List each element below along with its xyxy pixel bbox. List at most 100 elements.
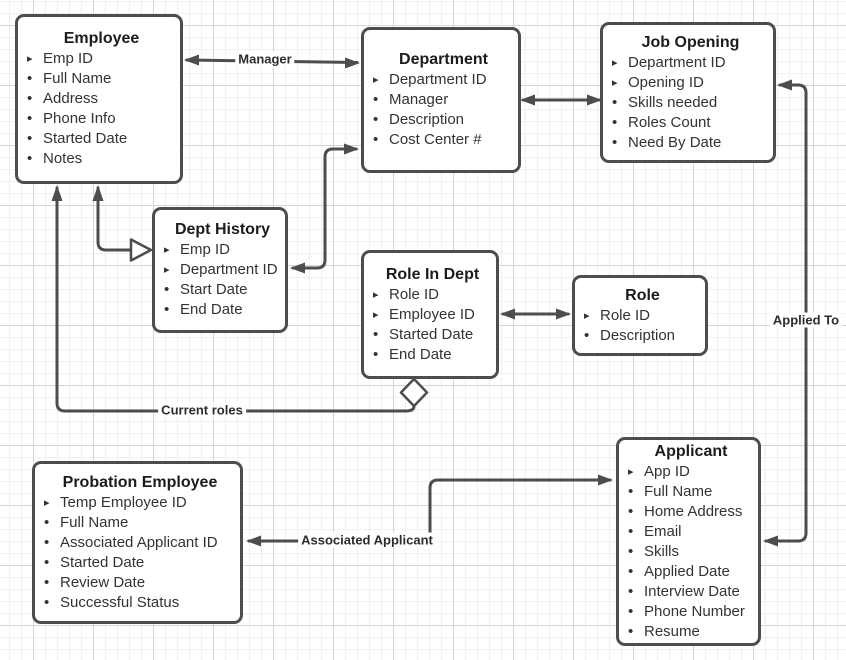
connector-line[interactable] [291,147,358,270]
dot-bullet-icon: • [584,326,590,344]
entity-field: ▸Role ID [373,285,492,305]
connector-department-jobopening[interactable] [520,94,602,106]
dot-bullet-icon: • [612,93,618,111]
dot-bullet-icon: • [164,301,170,318]
arrowhead [587,94,602,106]
entity-field: ▸ Employee ID [373,305,492,325]
field-label: Home Address [644,502,743,520]
arrowhead [246,535,261,547]
edge-label-applied-to[interactable]: Applied To [769,312,843,328]
entity-field: ▸Temp Employee ID [44,493,236,513]
connector-line[interactable] [96,186,132,252]
field-label: Opening ID [628,73,704,91]
field-label: Role ID [600,306,651,324]
entity-field: •Review Date [44,573,236,593]
entity-field: •Need By Date [612,133,769,153]
entity-title: Job Opening [641,33,740,51]
field-label: Department ID [180,261,278,278]
entity-department[interactable]: Department▸Department ID•Manager•Descrip… [361,27,521,173]
edge-label-manager[interactable]: Manager [235,51,295,67]
key-bullet-icon: ▸ [612,56,618,69]
key-bullet-icon: ▸ [373,308,379,321]
dot-bullet-icon: • [628,562,634,580]
dot-bullet-icon: • [44,593,50,611]
entity-field: •Full Name [27,69,176,89]
field-label: Start Date [180,281,248,298]
field-label: Manager [389,91,449,108]
dot-bullet-icon: • [27,130,33,147]
field-label: App ID [644,462,690,480]
dot-bullet-icon: • [628,522,634,540]
connector-depthistory-department[interactable] [290,143,359,274]
entity-field: •Interview Date [628,582,754,602]
arrowhead [345,57,360,69]
field-label: Emp ID [180,241,231,258]
edge-label-current-roles[interactable]: Current roles [158,402,246,418]
dot-bullet-icon: • [373,131,379,148]
entity-field: • Started Date [27,129,176,149]
entity-field: •Applied Date [628,562,754,582]
entity-field: •Phone Number [628,602,754,622]
entity-field: • Successful Status [44,593,236,613]
connector-roleindept-role[interactable] [500,308,571,320]
entity-field: •Started Date [44,553,236,573]
entity-field: • Full Name [628,482,754,502]
arrowhead [777,79,792,91]
field-label: Emp ID [43,50,94,67]
edge-label-associated-applicant[interactable]: Associated Applicant [298,532,436,548]
entity-field: ▸Emp ID [164,240,281,260]
field-label: Description [389,111,465,128]
entity-title: Applicant [654,442,728,460]
field-label: Associated Applicant ID [60,533,218,551]
entity-probation-employee[interactable]: Probation Employee▸Temp Employee ID•Full… [32,461,243,624]
field-label: Employee ID [389,305,475,323]
entity-field: •Resume [628,622,754,642]
dot-bullet-icon: • [628,582,634,600]
key-bullet-icon: ▸ [584,309,590,322]
dot-bullet-icon: • [373,345,379,363]
entity-role-in-dept[interactable]: Role In Dept▸Role ID▸Employee ID•Started… [361,250,499,379]
entity-employee[interactable]: Employee▸Emp ID•Full Name•Address•Phone … [15,14,183,184]
connector-current-roles[interactable] [51,185,429,413]
field-label: Cost Center # [389,131,482,148]
field-label: Role ID [389,285,440,303]
field-label: End Date [389,345,452,363]
entity-field: •Full Name [44,513,236,533]
arrowhead [184,54,199,66]
entity-role[interactable]: Role▸Role ID•Description [572,275,708,356]
key-bullet-icon: ▸ [27,53,33,65]
entity-field: •Started Date [373,325,492,345]
field-label: Started Date [43,130,128,147]
connector-line[interactable] [55,186,416,413]
entity-title: Employee [63,30,140,47]
dot-bullet-icon: • [27,70,33,87]
entity-field: •End Date [164,300,281,320]
dot-bullet-icon: • [373,91,379,108]
entity-field: • Start Date [164,280,281,300]
entity-field: • Home Address [628,502,754,522]
dot-bullet-icon: • [628,502,634,520]
entity-applicant[interactable]: Applicant▸App ID•Full Name•Home Address•… [616,437,761,646]
dot-bullet-icon: • [628,482,634,500]
entity-field: • Manager [373,90,514,110]
field-label: Email [644,522,682,540]
entity-field: •Address [27,89,176,109]
key-bullet-icon: ▸ [628,465,634,478]
entity-field: ▸Department ID [373,70,514,90]
field-label: Temp Employee ID [60,493,187,511]
connector-employee-depthistory[interactable] [92,185,153,262]
entity-job-opening[interactable]: Job Opening▸Department ID▸Opening ID•Ski… [600,22,776,163]
entity-field: • Associated Applicant ID [44,533,236,553]
dot-bullet-icon: • [44,573,50,591]
diamond-arrowhead [399,377,429,408]
entity-field: •Roles Count [612,113,769,133]
field-label: Successful Status [60,593,180,611]
dot-bullet-icon: • [44,533,50,551]
entity-dept-history[interactable]: Dept History▸Emp ID▸Department ID•Start … [152,207,288,333]
field-label: Full Name [644,482,713,500]
dot-bullet-icon: • [612,133,618,151]
field-label: Department ID [628,53,726,71]
dot-bullet-icon: • [164,281,170,298]
entity-field: ▸ Department ID [612,53,769,73]
